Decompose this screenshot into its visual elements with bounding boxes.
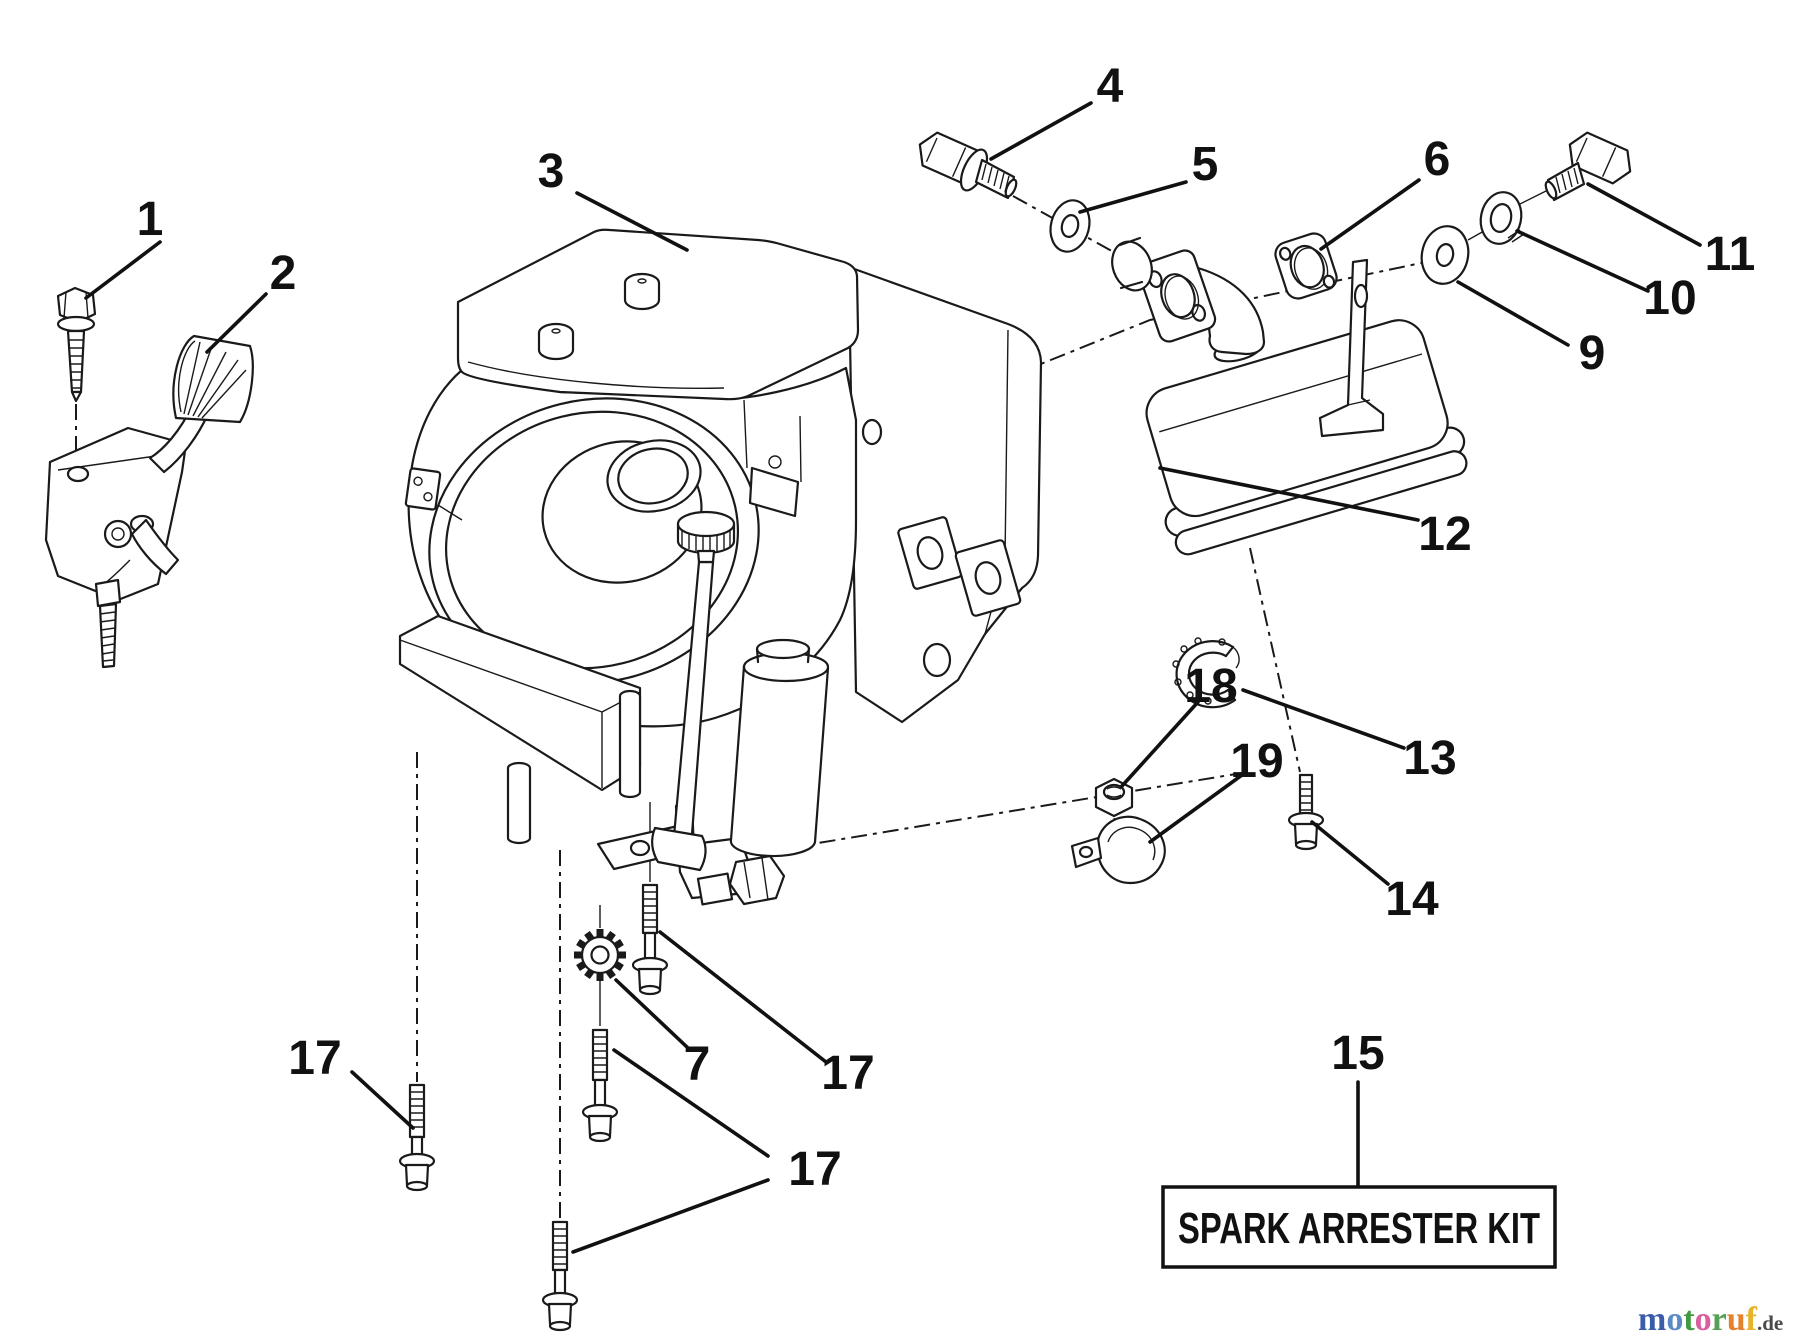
- bolt-part-17-right: [631, 883, 669, 996]
- watermark-letter-f: f: [1746, 1301, 1758, 1338]
- watermark-letter-r: r: [1712, 1301, 1727, 1338]
- bolt-part-4: [918, 131, 1018, 200]
- callout-12: 12: [1418, 508, 1471, 561]
- callout-19: 19: [1230, 735, 1283, 788]
- watermark-letter-m: m: [1638, 1301, 1666, 1338]
- muffler-part-12: [1111, 236, 1468, 556]
- callout-9: 9: [1579, 327, 1606, 380]
- callout-7: 7: [684, 1038, 711, 1091]
- bolt-part-17-left: [398, 1083, 436, 1192]
- washer-part-5: [1049, 199, 1091, 253]
- callout-10: 10: [1643, 272, 1696, 325]
- callout-1: 1: [137, 193, 164, 246]
- watermark-letter-o2: o: [1695, 1301, 1712, 1338]
- nut-part-18: [1094, 777, 1134, 818]
- watermark-letter-o1: o: [1666, 1301, 1683, 1338]
- callout-14: 14: [1385, 873, 1439, 926]
- bolt-part-11: [1544, 131, 1632, 202]
- screen-part-13: [1172, 637, 1240, 709]
- lock-washer-part-10: [1479, 191, 1525, 245]
- watermark-letter-u: u: [1727, 1301, 1746, 1338]
- callout-11: 11: [1705, 228, 1756, 281]
- bolt-part-17-bottom: [541, 1220, 579, 1332]
- callout-4: 4: [1097, 60, 1124, 113]
- callout-labels: 1 2 3 4 5 6 9 10 11 12 13 14 15 17 7 17 …: [137, 60, 1756, 1196]
- callout-13: 13: [1403, 732, 1456, 785]
- screw-part-1: [56, 286, 97, 403]
- callout-5: 5: [1192, 138, 1219, 191]
- bolt-part-14: [1287, 773, 1325, 851]
- callout-18: 18: [1184, 660, 1237, 713]
- bolt-part-17-middle: [581, 1028, 619, 1143]
- watermark-letter-t: t: [1683, 1301, 1695, 1338]
- watermark-text: motoruf.de: [1638, 1301, 1783, 1338]
- clamp-part-19: [1070, 815, 1166, 885]
- star-washer-part-7: [574, 929, 626, 981]
- callout-6: 6: [1424, 133, 1451, 186]
- engine-part-3: [398, 228, 1043, 906]
- watermark-suffix: .de: [1757, 1311, 1783, 1335]
- watermark-logo: motoruf.de: [1638, 1301, 1783, 1338]
- callout-3: 3: [538, 145, 565, 198]
- callout-17-bottom: 17: [788, 1143, 841, 1196]
- gasket-part-6: [1274, 232, 1338, 300]
- callout-2: 2: [270, 247, 297, 300]
- callout-17-right: 17: [821, 1047, 874, 1100]
- washer-part-9: [1420, 225, 1470, 285]
- throttle-control-part-2: [44, 334, 254, 669]
- spark-arrester-kit-label: SPARK ARRESTER KIT: [1178, 1204, 1540, 1253]
- callout-15: 15: [1331, 1027, 1384, 1080]
- callout-17-left: 17: [288, 1032, 341, 1085]
- leader-lines: [84, 101, 1702, 1254]
- spark-arrester-kit-box: SPARK ARRESTER KIT: [1161, 1185, 1557, 1269]
